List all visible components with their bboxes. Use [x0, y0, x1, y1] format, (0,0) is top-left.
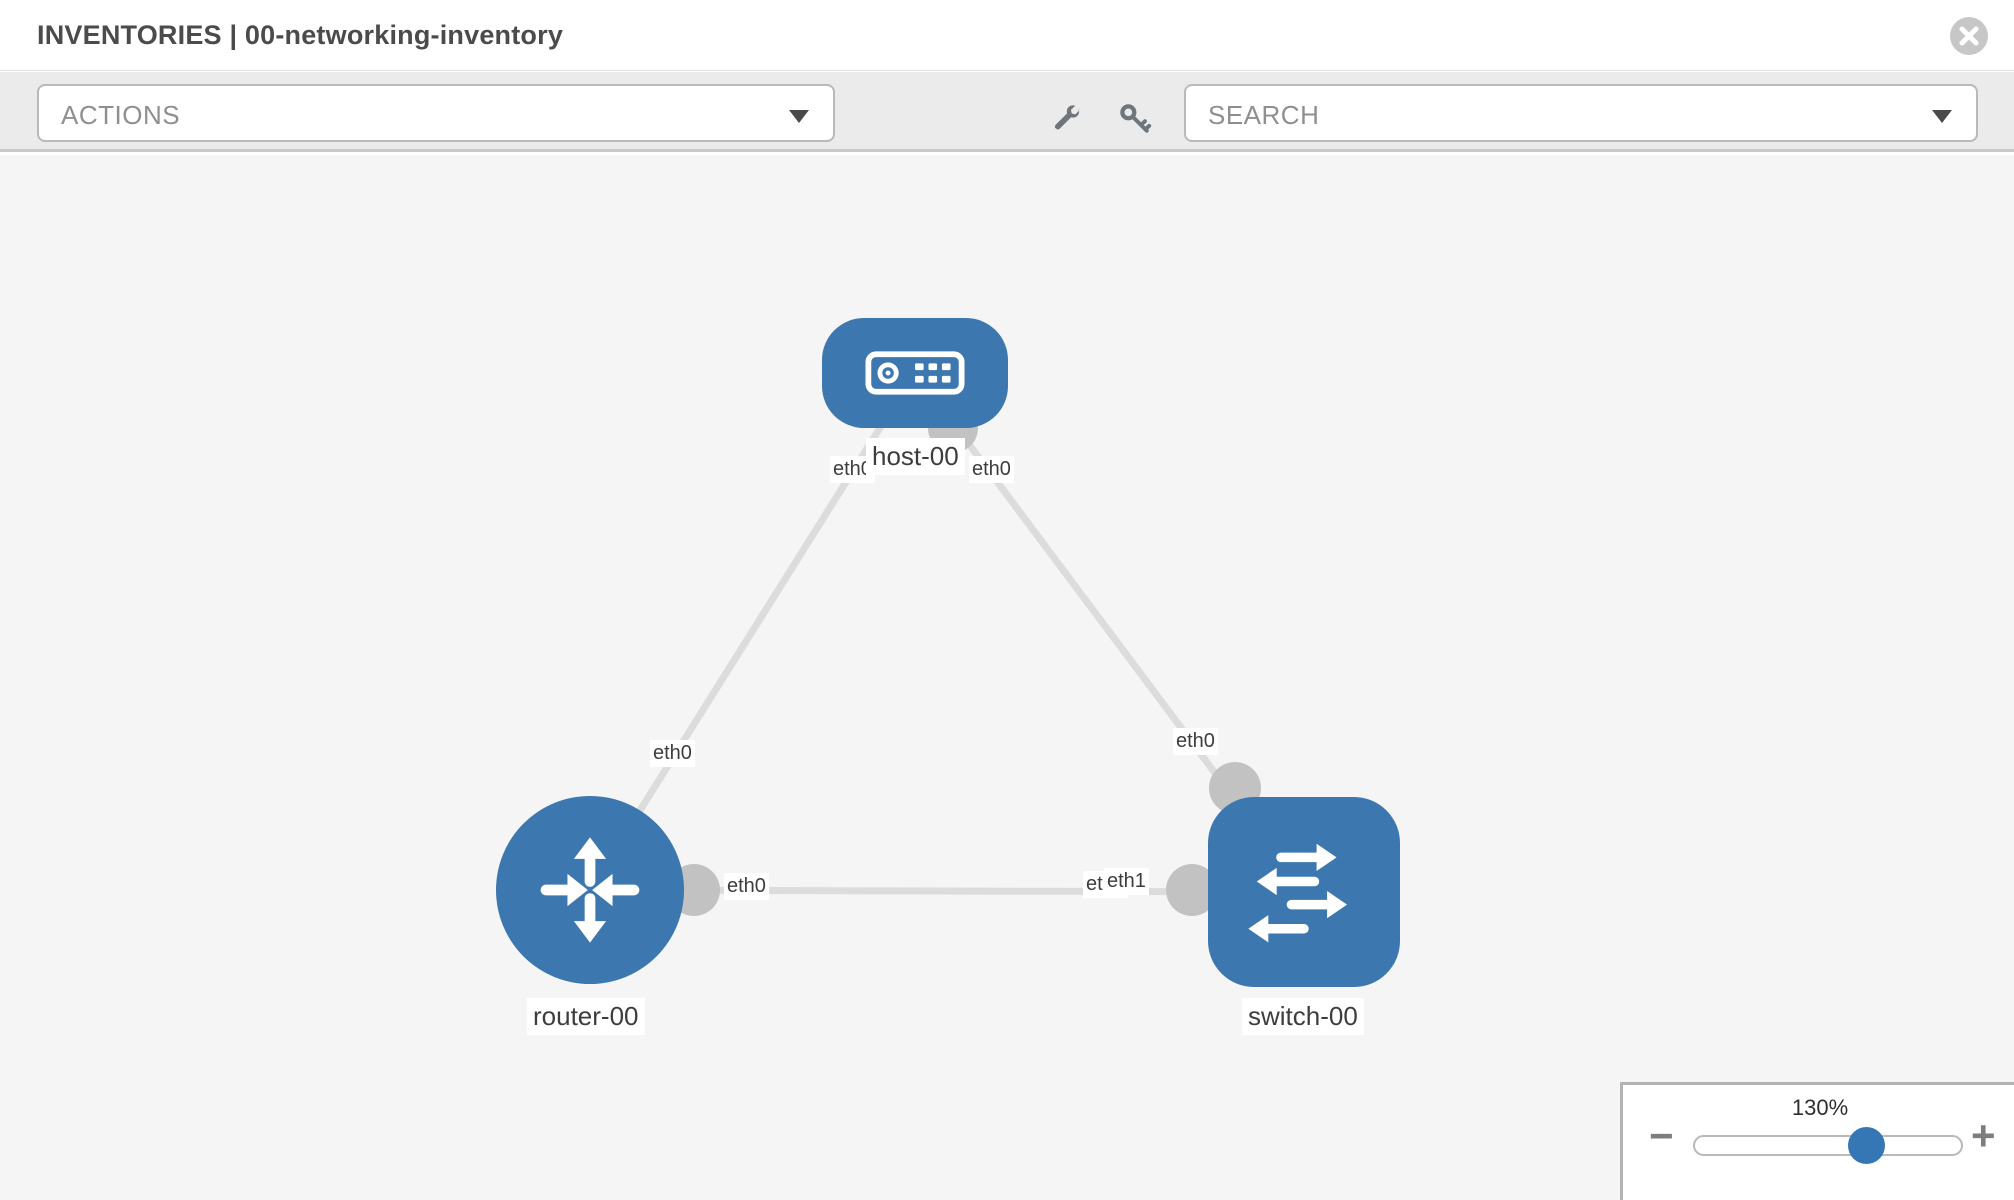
node-host-00[interactable] [822, 318, 1008, 428]
node-label-host: host-00 [866, 438, 965, 475]
zoom-slider-track[interactable] [1693, 1135, 1963, 1156]
interface-label: eth0 [1173, 728, 1218, 755]
port-switch-left[interactable] [1166, 864, 1218, 916]
router-icon [540, 837, 640, 943]
page-title: INVENTORIES | 00-networking-inventory [37, 20, 564, 50]
close-button[interactable] [1950, 17, 1988, 55]
links-layer [587, 369, 1307, 916]
chevron-down-icon [1932, 110, 1952, 123]
zoom-control-panel: 130% − + [1620, 1082, 2014, 1200]
interface-label: eth0 [969, 456, 1014, 483]
interface-label: eth0 [724, 873, 769, 900]
toolbar: ACTIONS SEARCH [0, 72, 2014, 152]
actions-dropdown[interactable]: ACTIONS [37, 84, 835, 142]
close-icon [1959, 26, 1979, 46]
node-switch-00[interactable] [1208, 797, 1400, 987]
interface-label: eth1 [1104, 868, 1149, 895]
node-label-switch: switch-00 [1242, 998, 1364, 1035]
chevron-down-icon [789, 110, 809, 123]
node-router-00[interactable] [496, 796, 684, 984]
interface-label: eth0 [650, 740, 695, 767]
zoom-out-button[interactable]: − [1649, 1112, 1674, 1159]
host-icon [865, 351, 965, 395]
topology-canvas[interactable]: eth0 eth0 eth0 eth0 eth0 eth0 eth1 host-… [0, 155, 2014, 1200]
header: INVENTORIES | 00-networking-inventory [0, 0, 2014, 71]
node-label-router: router-00 [527, 998, 645, 1035]
zoom-level-value: 130% [1791, 1095, 1849, 1120]
search-placeholder: SEARCH [1208, 100, 1320, 130]
actions-dropdown-label: ACTIONS [61, 100, 181, 130]
zoom-in-button[interactable]: + [1971, 1112, 1996, 1159]
key-icon[interactable] [1118, 102, 1152, 136]
zoom-slider-handle[interactable] [1848, 1127, 1885, 1164]
switch-icon [1248, 843, 1348, 943]
wrench-icon[interactable] [1049, 102, 1083, 136]
search-dropdown[interactable]: SEARCH [1184, 84, 1978, 142]
